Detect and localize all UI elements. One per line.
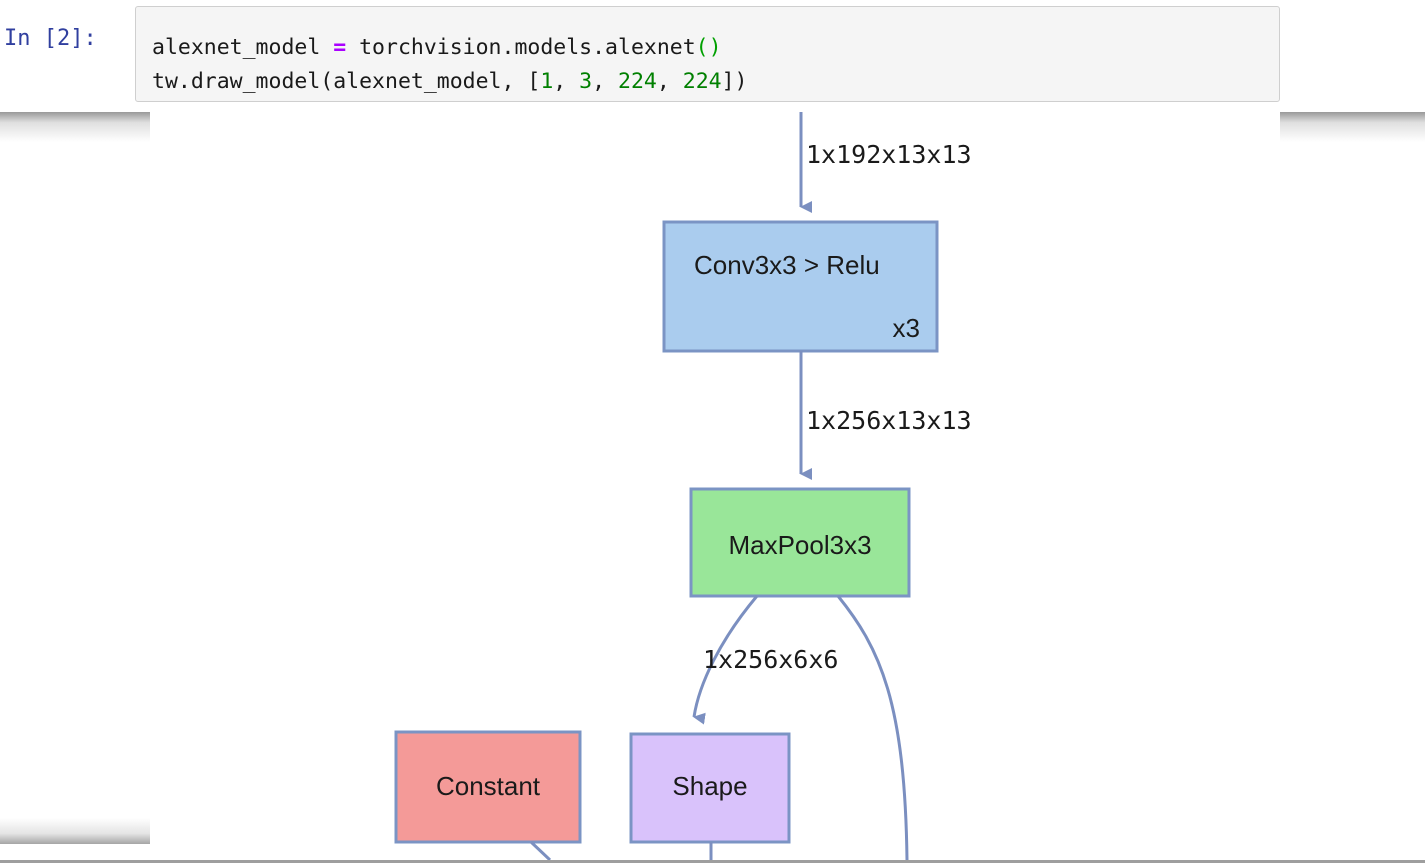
edge-curve	[692, 595, 759, 725]
code-line-1: alexnet_model = torchvision.models.alexn…	[152, 37, 722, 59]
edge-input-to-conv: 1x192x13x13	[799, 112, 972, 213]
edge-conv-to-maxpool: 1x256x13x13	[799, 351, 972, 480]
code-token-number: 224	[682, 69, 722, 94]
notebook-input-cell: In [2]: alexnet_model = torchvision.mode…	[0, 0, 1425, 112]
code-token-sep: ,	[656, 69, 683, 94]
code-token-number: 224	[618, 69, 657, 94]
edge-curve	[836, 595, 909, 860]
page-bottom-divider	[0, 860, 1425, 863]
graph-node-constant[interactable]: Constant	[394, 730, 582, 844]
code-token-text: tw.draw_model(alexnet_model, [	[152, 69, 541, 94]
code-token-number: 3	[579, 69, 593, 94]
code-line-2: tw.draw_model(alexnet_model, [1, 3, 224,…	[152, 71, 747, 93]
code-token-text: ])	[721, 69, 748, 94]
code-token-operator: =	[333, 35, 347, 60]
node-label-conv3x3-relu: Conv3x3 > Relu	[694, 250, 880, 280]
node-sublabel-repeat-count: x3	[893, 313, 920, 343]
graph-node-conv3x3-relu[interactable]: Conv3x3 > Relu x3	[662, 220, 939, 353]
code-token-call: torchvision.models.alexnet	[346, 35, 696, 60]
code-token-sep: ,	[553, 69, 580, 94]
edge-label-conv-maxpool: 1x256x13x13	[806, 406, 972, 435]
node-box[interactable]	[394, 730, 582, 844]
code-token-number: 1	[540, 69, 554, 94]
graph-node-shape[interactable]: Shape	[629, 732, 791, 844]
edge-label-input-conv: 1x192x13x13	[806, 140, 972, 169]
code-input-editor[interactable]: alexnet_model = torchvision.models.alexn…	[135, 6, 1280, 102]
edge-label-maxpool-shape: 1x256x6x6	[703, 645, 838, 674]
graph-node-maxpool3x3[interactable]: MaxPool3x3	[689, 487, 911, 598]
edge-maxpool-to-shape: 1x256x6x6	[692, 595, 838, 725]
node-label-maxpool3x3: MaxPool3x3	[728, 530, 871, 560]
execution-count-prompt: In [2]:	[4, 26, 97, 51]
edge-maxpool-to-offscreen	[836, 595, 909, 860]
model-graph-svg: 1x192x13x13 Conv3x3 > Relu x3 1x256x13x1…	[394, 112, 972, 860]
node-box[interactable]	[689, 487, 911, 598]
node-label-shape: Shape	[672, 771, 747, 801]
edge-curve	[529, 840, 552, 860]
model-graph-output[interactable]: 1x192x13x13 Conv3x3 > Relu x3 1x256x13x1…	[0, 112, 1425, 860]
code-token-parens: ()	[695, 35, 722, 60]
node-label-constant: Constant	[436, 771, 541, 801]
code-token-sep: ,	[592, 69, 619, 94]
code-token-text: alexnet_model	[152, 35, 334, 60]
edge-constant-to-offscreen	[529, 840, 552, 860]
